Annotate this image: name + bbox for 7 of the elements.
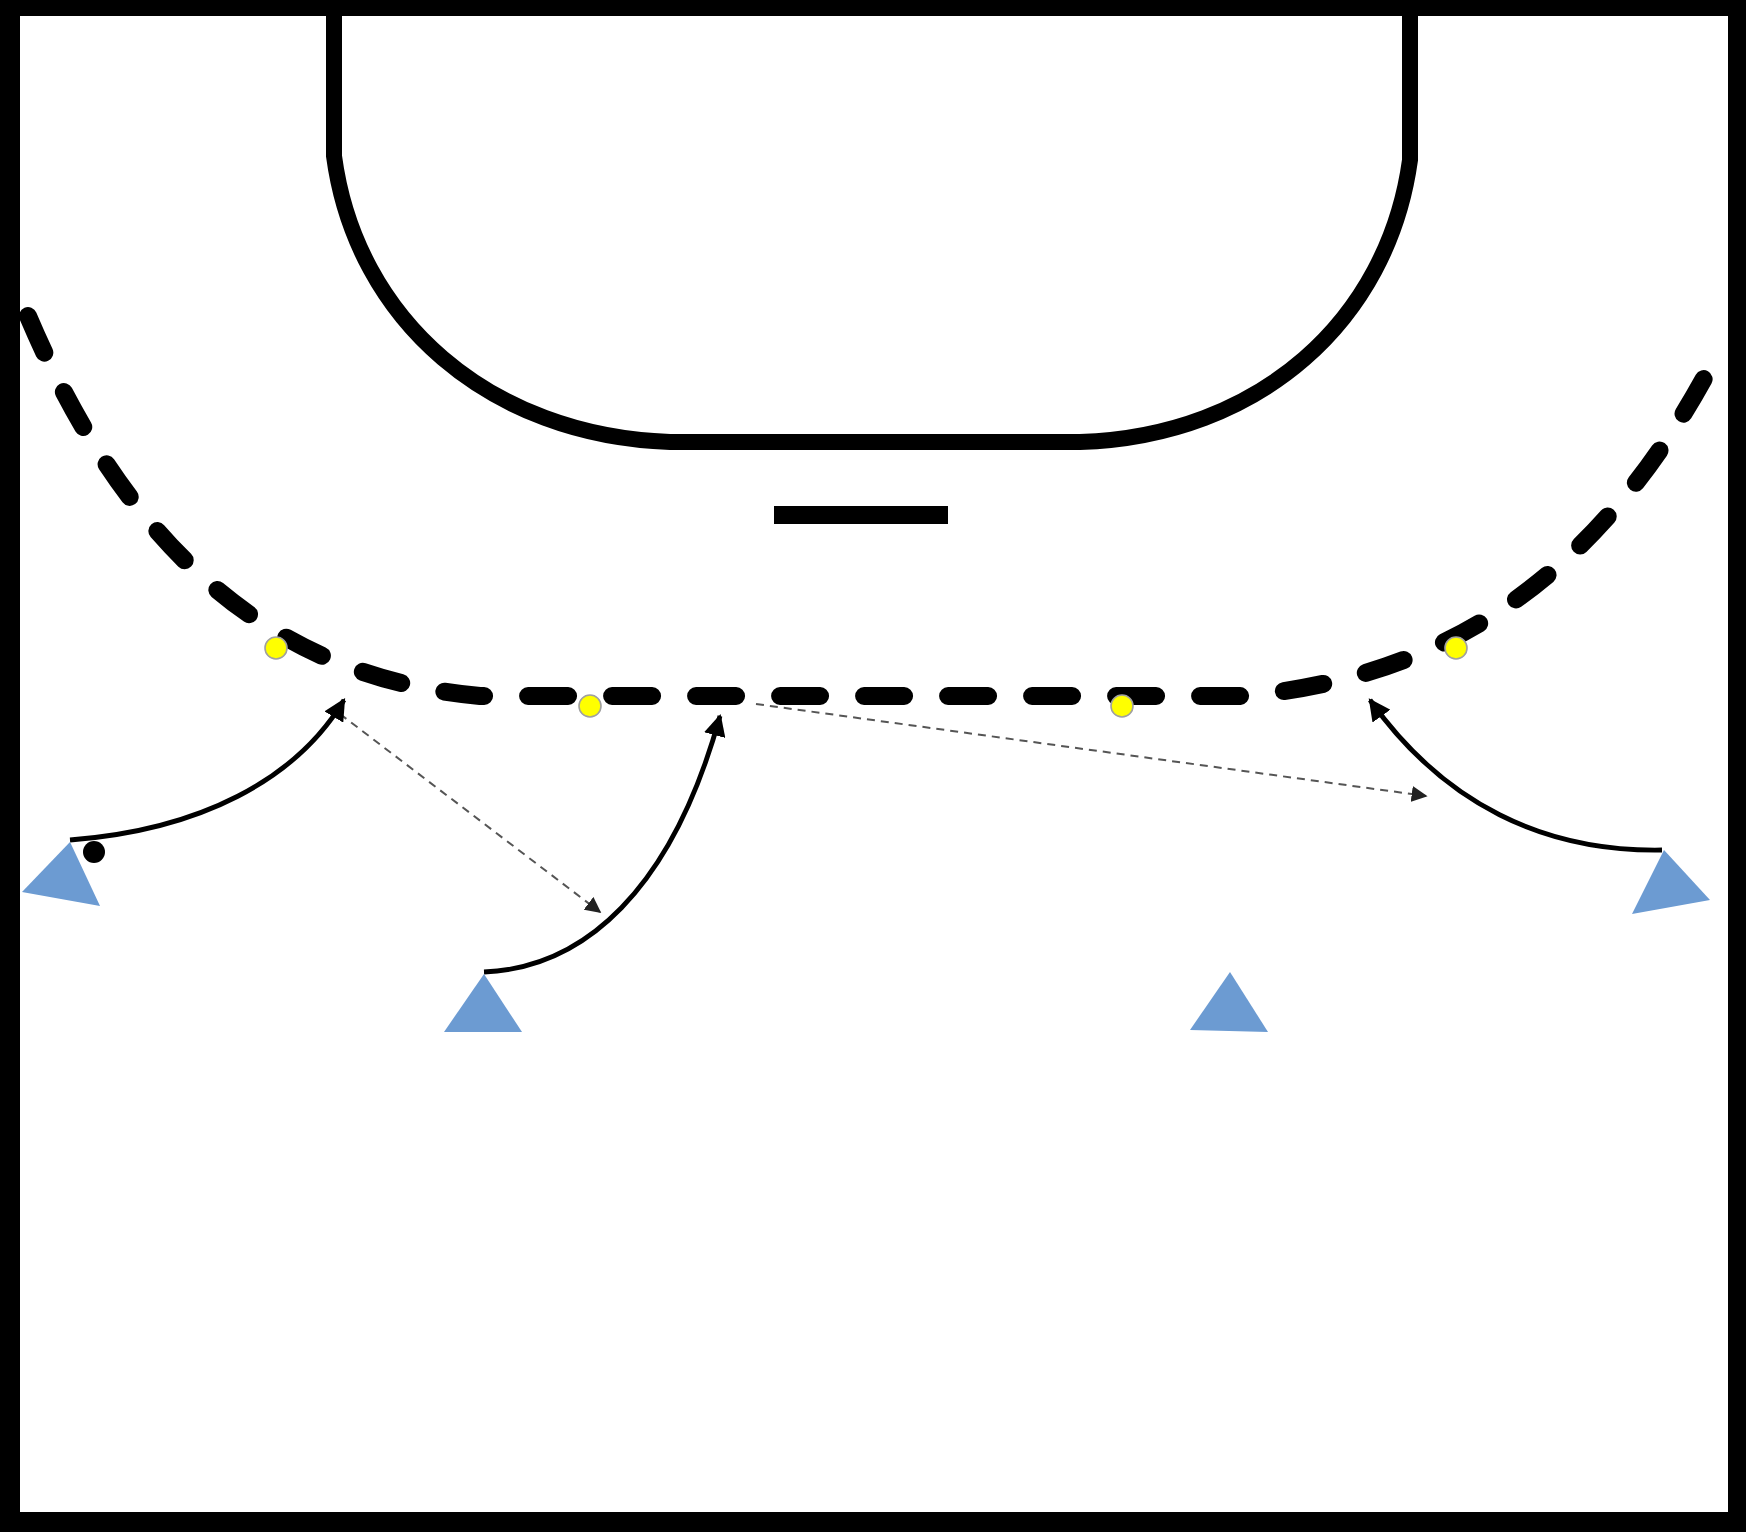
run-arrow — [483, 713, 725, 975]
run-arrow — [1368, 698, 1663, 853]
run-arrow — [69, 698, 346, 843]
player-triangle — [1632, 850, 1710, 914]
player-triangle — [22, 842, 100, 906]
player-triangle — [444, 974, 522, 1032]
player-triangle — [1190, 972, 1268, 1032]
